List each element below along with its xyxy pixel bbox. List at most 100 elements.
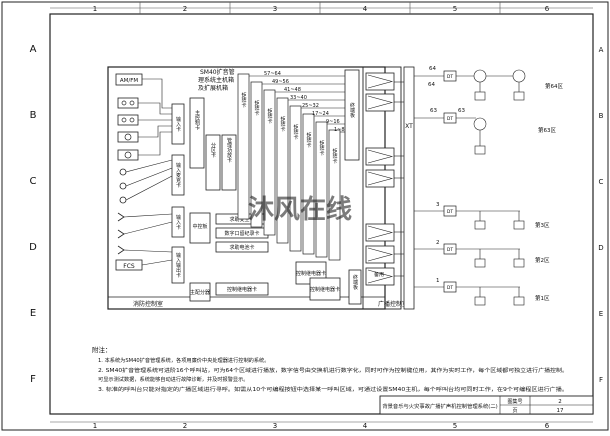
zone-3-number: 3 (436, 202, 440, 208)
row-markers-right: A B C D E F (598, 46, 603, 384)
control-relay-1-label: 控制继电器卡 (296, 270, 326, 277)
dt-label: DT (447, 74, 453, 80)
battery-card (215, 241, 269, 253)
main-unit-title-1: SM40扩音管 (200, 68, 235, 76)
matrix-cards: 矩阵卡 矩阵卡 矩阵卡 矩阵卡 矩阵卡 矩阵卡 矩阵卡 矩阵卡 (237, 73, 341, 261)
col-number-4: 4 (363, 5, 368, 13)
relay-card (215, 282, 269, 296)
speaker-icon (474, 145, 486, 155)
amplifier (365, 147, 395, 166)
matrix-card (276, 97, 289, 244)
speaker-icon (474, 91, 486, 101)
dt-label: DT (447, 116, 453, 122)
page-label: 页 (512, 408, 517, 414)
col-number-5-bottom: 5 (453, 422, 457, 430)
column-footer: 1 2 3 4 5 6 (50, 421, 593, 430)
drawing-title: 背景音乐与火灾事故广播扩声机控制管理系统(二) (382, 402, 497, 410)
xt-label: XT (405, 123, 413, 130)
main-unit-title-3: 及扩展机箱 (198, 84, 228, 92)
amp-management-card-label: 管理功放卡 (226, 137, 232, 164)
zone-63-sub: 63 (458, 108, 465, 114)
relay-card-label: 控制继电器卡 (227, 286, 257, 293)
input-card-3-label: 输入卡 (175, 214, 181, 231)
terminal-board-2 (348, 269, 362, 305)
dt-label: DT (447, 247, 453, 253)
terminal-board (344, 69, 360, 161)
amplifier-symbol (367, 171, 394, 186)
zone-63-name: 第63区 (538, 126, 556, 134)
amplifier (365, 223, 395, 242)
amplifier-symbol (367, 247, 394, 262)
zone-1-number: 1 (436, 278, 440, 284)
amplifier-rack: 备用 (365, 72, 395, 286)
row-letter-f: F (30, 374, 36, 385)
voice-card-label: 求助受生卡 (229, 216, 254, 223)
tuner-box (115, 73, 143, 86)
watermark: 沐风在线 (248, 195, 352, 225)
matrix-card-label: 矩阵卡 (280, 116, 286, 133)
cassette-deck-2 (117, 114, 139, 126)
speaker-icon (474, 296, 486, 306)
column-header: 1 2 3 4 5 6 (50, 2, 593, 14)
zone-2-branch: 2 DT 第2区 (414, 240, 550, 268)
reel-icon (121, 100, 127, 106)
note-line-2: 2. SM40扩音管理系统可进阶16个呼叫站，可为64个区域进行播放，数字信号由… (98, 366, 568, 374)
matrix-card (250, 81, 263, 228)
amplifier (365, 245, 395, 264)
attenuator-icon (473, 69, 487, 83)
col-number-1: 1 (93, 5, 97, 13)
col-number-4-bottom: 4 (363, 422, 368, 430)
speaker-icon (513, 296, 525, 306)
col-number-2-bottom: 2 (183, 422, 187, 430)
input-card-1 (171, 103, 185, 145)
fire-room-label: 消防控制室 (133, 300, 163, 308)
matrix-card (289, 105, 302, 252)
input-cards: 输入卡 输入麦克卡 输入卡 输入输出卡 (171, 103, 185, 284)
battery-card-label: 求助电池卡 (229, 244, 254, 251)
matrix-card-label: 矩阵卡 (254, 100, 260, 117)
col-number-3-bottom: 3 (273, 422, 277, 430)
input-card-3 (171, 206, 185, 238)
range-label: 25~32 (302, 103, 319, 109)
amp-management-card (221, 134, 237, 191)
disc-icon (124, 133, 132, 141)
reel-icon (121, 117, 127, 123)
zone-63-number: 63 (430, 108, 437, 114)
row-letter-e: E (30, 308, 36, 319)
note-line-4: 3. 标准的呼叫台只能对指定的广播区域进行寻呼。如需从10个可编程按钮中选择某一… (98, 385, 568, 393)
matrix-card-label: 矩阵卡 (306, 132, 312, 149)
note-line-3: 可显示测试数据，系统能够自动进行故障诊断，并及时报警显示。 (98, 375, 248, 383)
cd-player-2 (117, 149, 139, 161)
cassette-deck-1 (117, 97, 139, 109)
row-letter-b: B (30, 110, 37, 121)
input-output-card (171, 246, 185, 284)
zone-64-sub: 64 (428, 82, 435, 88)
row-letter-b-right: B (599, 112, 604, 120)
speaker-icon (474, 220, 486, 230)
attenuator-icon (512, 69, 526, 83)
matrix-card (237, 73, 250, 220)
amplifier (365, 72, 395, 91)
zone-1-name: 第1区 (535, 294, 550, 302)
col-number-1-bottom: 1 (93, 422, 97, 430)
inner-frame (49, 13, 594, 415)
row-markers-left: A B C D E F (29, 44, 37, 385)
row-letter-d: D (29, 242, 37, 253)
row-letter-e-right: E (599, 310, 603, 318)
broadcast-room-label: 广播控制室 (378, 300, 408, 308)
zone-64-branch: 64 64 DT 第64区 (414, 66, 563, 101)
range-label: 57~64 (264, 71, 281, 77)
drawing-no: 2 (558, 399, 562, 405)
range-label: 33~40 (290, 95, 307, 101)
zone-64-number: 64 (429, 66, 436, 72)
speaker-icon (474, 258, 486, 268)
reel-icon (129, 100, 135, 106)
speaker-icon (513, 220, 525, 230)
zone-64-name: 第64区 (545, 82, 563, 90)
col-number-6: 6 (545, 5, 550, 13)
amplifier-symbol (367, 269, 394, 284)
amplifier-symbol (367, 74, 394, 89)
range-label: 17~24 (312, 111, 329, 117)
speaker-icon (513, 258, 525, 268)
